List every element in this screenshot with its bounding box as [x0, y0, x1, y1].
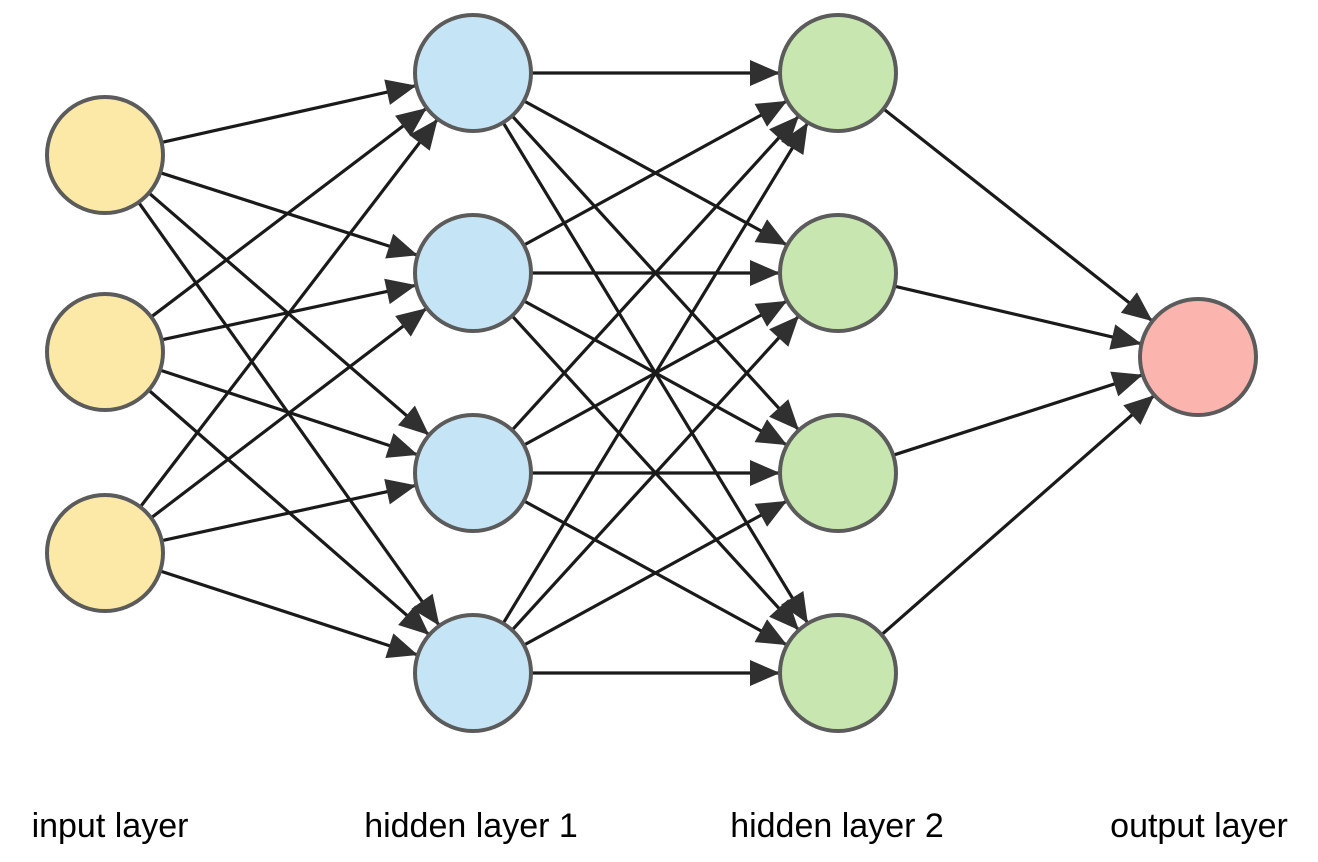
edge-hidden2-1-to-output-1 [882, 107, 1154, 323]
edge-input-3-to-hidden1-1 [139, 118, 439, 508]
arrowhead-icon [395, 308, 427, 337]
arrowhead-icon [385, 233, 418, 259]
arrowhead-icon [398, 605, 430, 635]
arrowhead-icon [395, 108, 427, 137]
edge-hidden1-4-to-hidden2-3 [523, 499, 788, 647]
layer-caption-output: output layer [1110, 807, 1288, 845]
arrowhead-icon [750, 60, 780, 86]
arrowhead-icon [781, 122, 808, 155]
node-input-2[interactable] [45, 292, 165, 412]
arrowhead-icon [1120, 292, 1153, 322]
arrowhead-icon [769, 399, 799, 431]
arrowhead-icon [781, 591, 808, 624]
node-hidden2-2[interactable] [778, 213, 898, 333]
node-input-1[interactable] [45, 95, 165, 215]
arrowhead-icon [750, 660, 780, 686]
edge-hidden1-4-to-hidden2-1 [501, 121, 810, 625]
arrowhead-icon [769, 115, 799, 147]
edges-group [137, 71, 1156, 675]
arrowhead-icon [384, 278, 417, 305]
arrowhead-icon [754, 500, 788, 527]
arrowhead-icon [384, 478, 417, 505]
arrowhead-icon [385, 433, 418, 458]
arrowhead-icon [385, 633, 418, 659]
arrowhead-icon [750, 460, 780, 486]
layer-captions-group: input layer hidden layer 1 hidden layer 2 o… [32, 807, 1288, 845]
edge-input-3-to-hidden1-2 [150, 306, 428, 520]
arrowhead-icon [750, 260, 780, 286]
arrowhead-icon [754, 300, 788, 327]
node-hidden2-4[interactable] [778, 613, 898, 733]
layer-caption-hidden1: hidden layer 1 [364, 807, 578, 845]
edge-hidden2-4-to-output-1 [880, 394, 1156, 636]
layer-caption-hidden2: hidden layer 2 [730, 807, 944, 845]
node-hidden1-1[interactable] [413, 13, 533, 133]
arrowhead-icon [384, 79, 417, 105]
arrowhead-icon [769, 599, 799, 631]
nodes-group [45, 13, 1258, 733]
arrowhead-icon [409, 119, 438, 151]
node-hidden1-2[interactable] [413, 213, 533, 333]
arrowhead-icon [411, 593, 440, 626]
arrowhead-icon [754, 619, 788, 646]
node-output-1[interactable] [1138, 297, 1258, 417]
edge-hidden2-3-to-output-1 [892, 373, 1144, 457]
arrowhead-icon [754, 419, 788, 446]
node-hidden1-4[interactable] [413, 613, 533, 733]
edge-hidden2-2-to-output-1 [894, 284, 1142, 346]
edge-hidden1-3-to-hidden2-1 [510, 114, 801, 432]
arrowheads-group [384, 60, 1155, 686]
arrowhead-icon [754, 100, 788, 127]
arrowhead-icon [397, 405, 430, 436]
node-hidden2-3[interactable] [778, 413, 898, 533]
edge-hidden1-2-to-hidden2-1 [523, 99, 788, 247]
arrowhead-icon [1123, 395, 1155, 425]
edge-hidden1-4-to-hidden2-2 [510, 314, 801, 632]
node-hidden1-3[interactable] [413, 413, 533, 533]
arrowhead-icon [1110, 371, 1143, 397]
edge-input-3-to-hidden1-3 [161, 483, 417, 543]
arrowhead-icon [754, 219, 788, 246]
arrowhead-icon [1109, 324, 1142, 350]
node-input-3[interactable] [45, 493, 165, 613]
edge-input-2-to-hidden1-1 [150, 106, 428, 319]
arrowhead-icon [769, 315, 799, 347]
layer-caption-input: input layer [32, 807, 189, 845]
edge-input-1-to-hidden1-1 [161, 84, 417, 144]
node-hidden2-1[interactable] [778, 13, 898, 133]
edge-input-3-to-hidden1-4 [159, 569, 419, 657]
